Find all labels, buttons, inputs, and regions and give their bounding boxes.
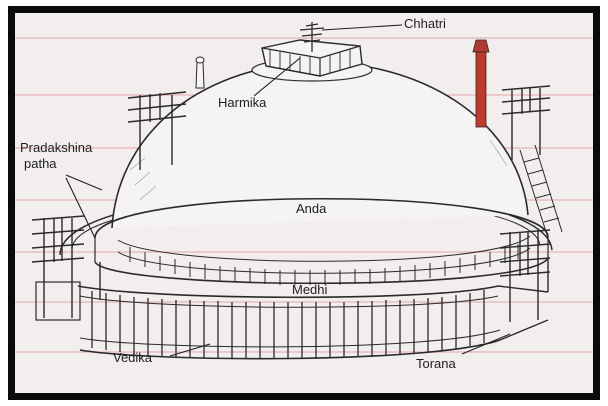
- label-harmika: Harmika: [218, 95, 267, 110]
- label-pradakshina: Pradakshina: [20, 140, 93, 155]
- label-patha: patha: [24, 156, 57, 171]
- label-chhatri: Chhatri: [404, 16, 446, 31]
- label-vedika: Vedika: [113, 350, 153, 365]
- small-pillar: [196, 57, 204, 88]
- label-medhi: Medhi: [292, 282, 328, 297]
- label-torana: Torana: [416, 356, 457, 371]
- label-anda: Anda: [296, 201, 327, 216]
